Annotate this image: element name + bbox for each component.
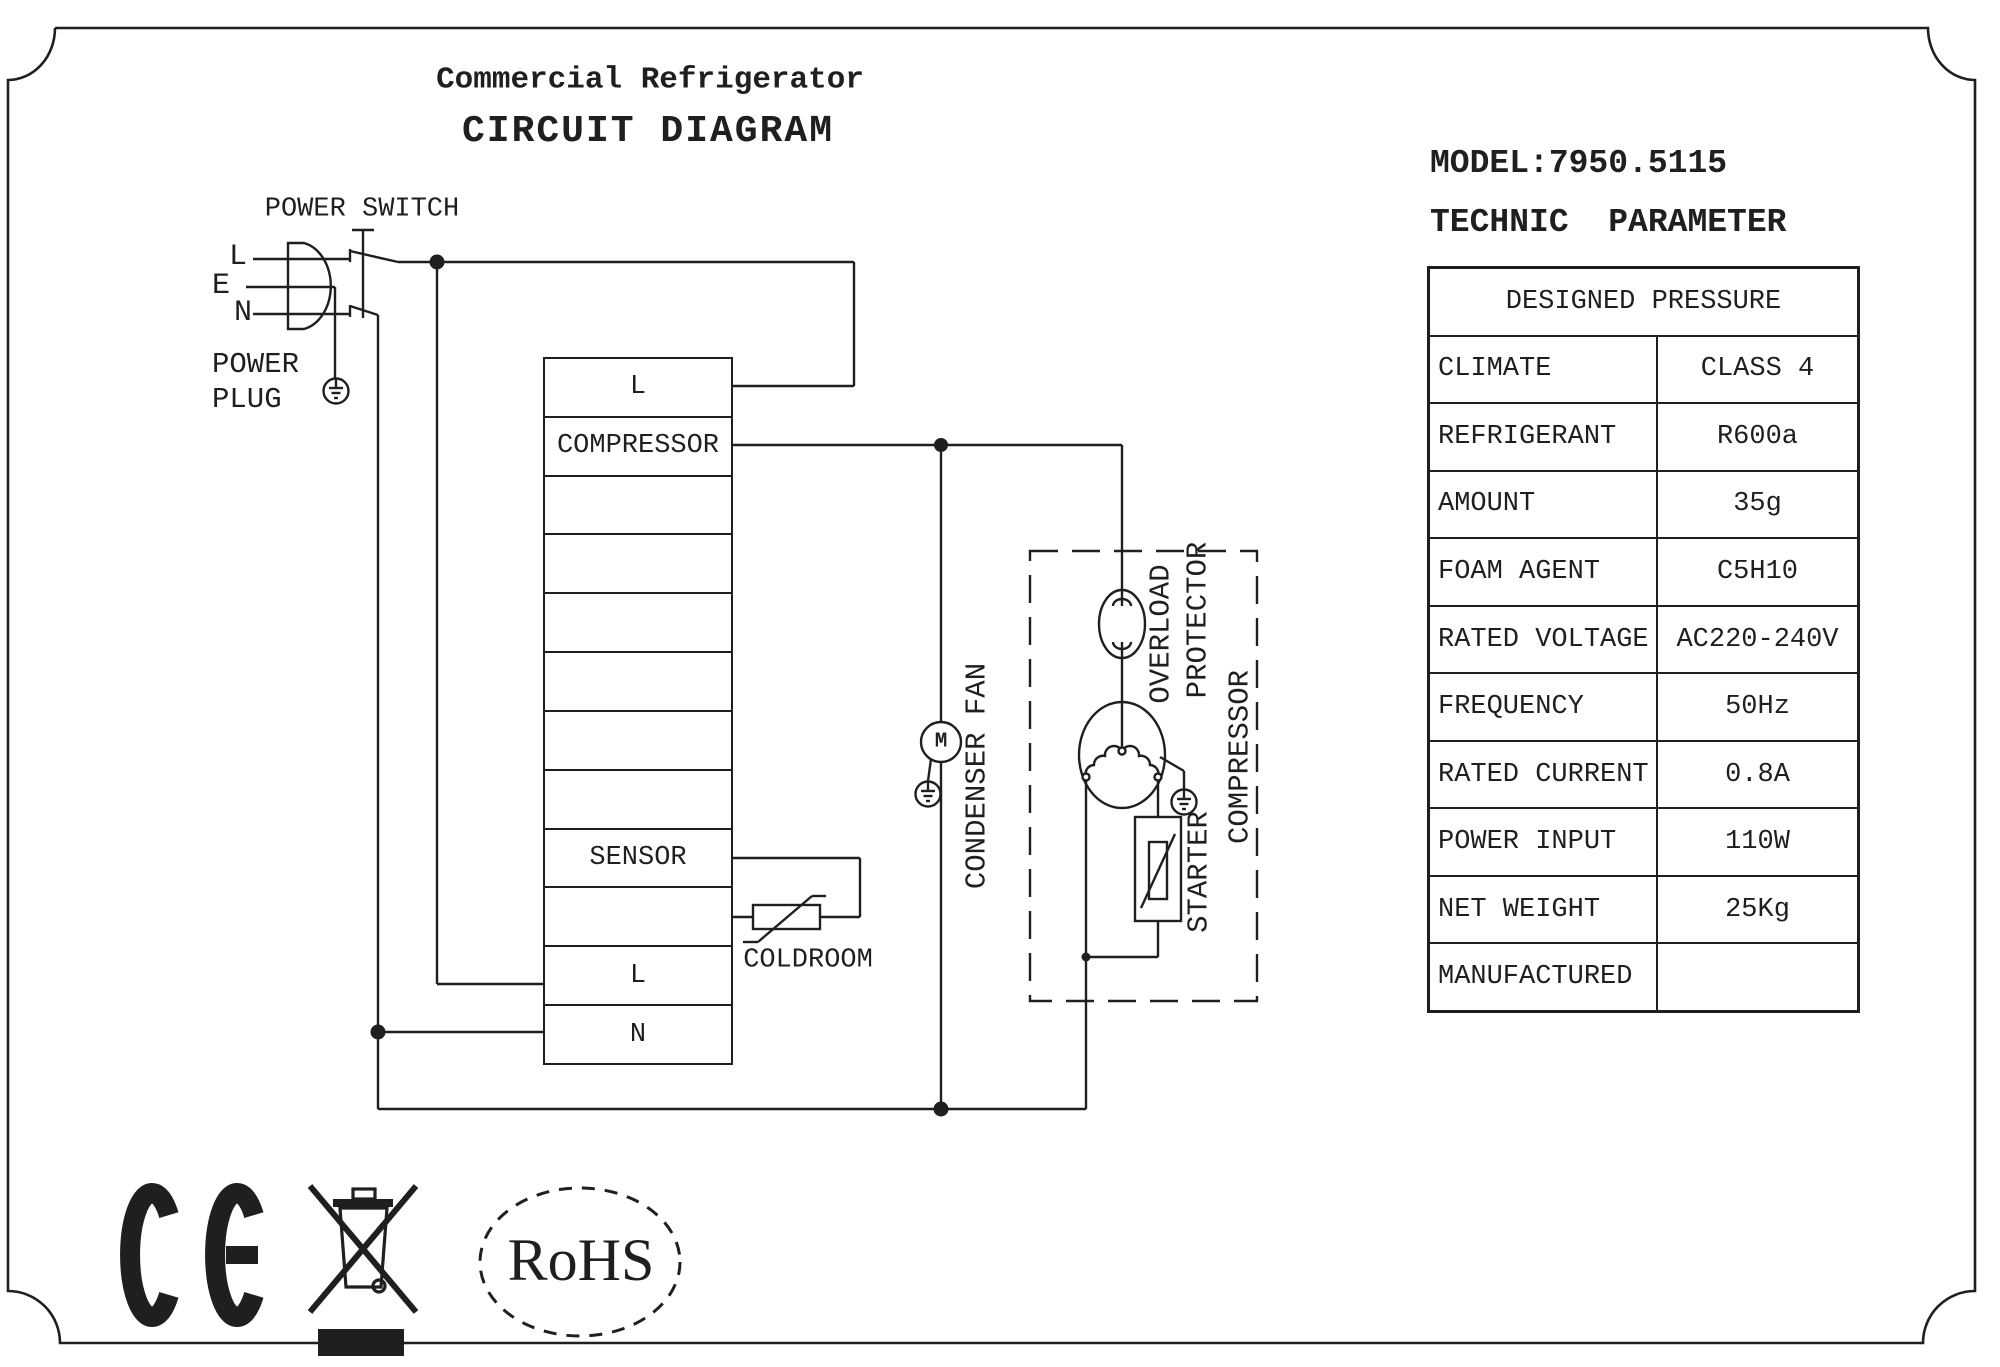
sensor-loop — [733, 856, 862, 944]
param-label: RATED CURRENT — [1430, 741, 1658, 808]
power-switch-label: POWER SWITCH — [264, 194, 460, 225]
table-row: MANUFACTURED — [1430, 942, 1857, 1011]
pin-l-label: L — [228, 240, 248, 274]
model-number: MODEL:7950.5115 — [1430, 145, 1728, 182]
fan-earth-icon — [914, 780, 942, 808]
condenser-fan-branch — [919, 445, 963, 1109]
table-row: AMOUNT 35g — [1430, 469, 1857, 538]
compressor-unit — [1028, 549, 1259, 1109]
param-label: FREQUENCY — [1430, 674, 1658, 740]
overload-label: OVERLOAD — [1144, 564, 1178, 704]
compressor-feed-wire — [733, 443, 1124, 590]
ce-mark-icon — [120, 1183, 264, 1327]
table-header-row: DESIGNED PRESSURE — [1430, 269, 1857, 335]
rohs-oval-icon — [478, 1186, 682, 1338]
power-plug-icon — [246, 241, 350, 378]
table-header: DESIGNED PRESSURE — [1505, 286, 1782, 317]
terminal-row — [545, 768, 731, 828]
terminal-row: L — [629, 372, 647, 403]
compressor-label: COMPRESSOR — [1223, 669, 1257, 845]
table-row: REFRIGERANT R600a — [1430, 402, 1857, 470]
table-row: FOAM AGENT C5H10 — [1430, 537, 1857, 605]
param-label: REFRIGERANT — [1430, 404, 1658, 470]
live-wires — [398, 260, 856, 986]
param-label: MANUFACTURED — [1430, 944, 1658, 1011]
ptc-starter-icon — [1147, 840, 1169, 901]
terminal-row — [545, 533, 731, 592]
power-switch-icon — [348, 228, 399, 318]
terminal-row — [545, 592, 731, 651]
table-row: RATED CURRENT 0.8A — [1430, 739, 1857, 808]
param-label: AMOUNT — [1430, 471, 1658, 538]
plug-earth-icon — [322, 377, 350, 405]
param-label: RATED VOLTAGE — [1430, 606, 1658, 673]
power-plug-label-2: PLUG — [212, 383, 282, 416]
pin-e-label: E — [211, 269, 231, 303]
page-border — [6, 26, 1977, 1345]
terminal-row — [545, 886, 731, 945]
table-row: FREQUENCY 50Hz — [1430, 672, 1857, 740]
starter-label: STARTER — [1182, 811, 1216, 933]
param-value: 0.8A — [1725, 759, 1790, 790]
param-label: NET WEIGHT — [1430, 876, 1658, 943]
param-value: AC220-240V — [1676, 624, 1839, 655]
param-value: CLASS 4 — [1700, 354, 1815, 385]
junction-dots — [370, 254, 1091, 1117]
terminal-row: SENSOR — [545, 827, 731, 887]
terminal-row — [545, 474, 731, 534]
page-subtitle: CIRCUIT DIAGRAM — [461, 110, 835, 153]
neutral-wires — [376, 315, 1086, 1111]
power-plug-label-1: POWER — [212, 348, 300, 381]
param-value: 35g — [1733, 489, 1782, 520]
weee-bin-icon — [307, 1184, 419, 1356]
param-label: FOAM AGENT — [1430, 539, 1658, 605]
protector-label: PROTECTOR — [1181, 541, 1215, 699]
terminal-block: L COMPRESSOR SENSOR L N — [543, 357, 733, 1065]
param-title: TECHNIC PARAMETER — [1430, 204, 1787, 241]
compressor-motor-icon — [1077, 700, 1167, 810]
terminal-row: L — [545, 945, 731, 1004]
param-value: 25Kg — [1725, 894, 1790, 925]
param-value: C5H10 — [1716, 556, 1798, 587]
terminal-row: COMPRESSOR — [545, 415, 731, 475]
page-title: Commercial Refrigerator — [436, 62, 864, 98]
param-value: R600a — [1716, 421, 1798, 452]
coldroom-label: COLDROOM — [743, 945, 873, 976]
condenser-fan-label: CONDENSER FAN — [960, 662, 994, 890]
terminal-row — [545, 651, 731, 710]
table-row: CLIMATE CLASS 4 — [1430, 334, 1857, 403]
param-table: DESIGNED PRESSURE CLIMATE CLASS 4 REFRIG… — [1427, 266, 1860, 1013]
terminal-row: N — [545, 1004, 731, 1063]
param-label: POWER INPUT — [1430, 809, 1658, 875]
param-value: 110W — [1725, 827, 1790, 858]
thermistor-icon — [751, 903, 822, 931]
table-row: POWER INPUT 110W — [1430, 807, 1857, 875]
table-row: NET WEIGHT 25Kg — [1430, 874, 1857, 943]
param-value — [1658, 944, 1857, 1010]
terminal-row — [545, 709, 731, 769]
param-label: CLIMATE — [1430, 336, 1658, 403]
param-value: 50Hz — [1725, 692, 1790, 723]
pin-n-label: N — [233, 296, 253, 330]
table-row: RATED VOLTAGE AC220-240V — [1430, 604, 1857, 673]
rohs-label: RoHS — [507, 1227, 655, 1293]
motor-m-label: M — [934, 730, 948, 754]
